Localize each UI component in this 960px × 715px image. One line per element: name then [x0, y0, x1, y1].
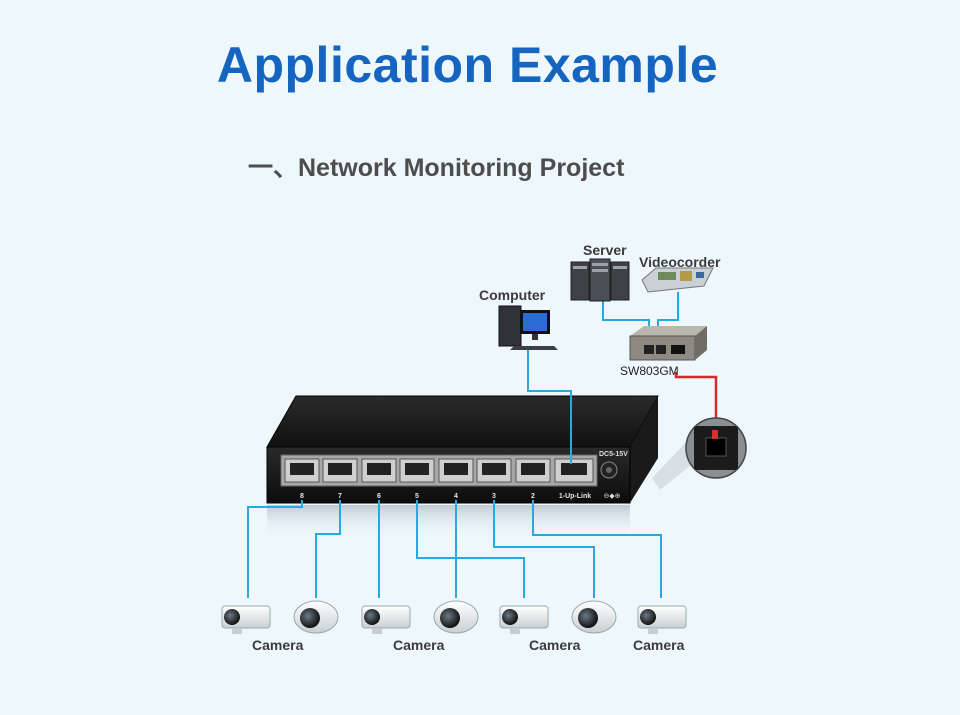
port-number: 6: [377, 493, 381, 500]
camera-bullet-3: [499, 605, 549, 634]
camera-bullet-2: [361, 605, 411, 634]
fiber-cable: [674, 372, 718, 432]
fiber-port-zoom: [652, 417, 747, 490]
camera-dome-3: [571, 600, 617, 634]
camera-bullet-4: [637, 605, 687, 634]
port-number: 7: [338, 493, 342, 500]
port-number: 4: [454, 493, 458, 500]
cable-computer: [527, 348, 572, 464]
uplink-label: 1-Up-Link: [559, 493, 591, 500]
port-number: 3: [492, 493, 496, 500]
port-number: 5: [415, 493, 419, 500]
camera-label: Camera: [393, 637, 445, 653]
section-heading: 一、Network Monitoring Project: [248, 154, 625, 182]
cable-port-7: [315, 500, 341, 598]
computer-icon: [498, 305, 558, 350]
cable-port-4: [455, 500, 525, 598]
camera-label: Camera: [252, 637, 304, 653]
camera-bullet-1: [221, 605, 271, 634]
port-number: 2: [531, 493, 535, 500]
videocorder-label: Videocorder: [639, 254, 721, 270]
camera-dome-2: [433, 600, 479, 634]
network-switch: DC5-15V 8 7 6 5 4 3 2 1-Up-Link ⊖◆⊕: [266, 395, 659, 539]
cable-port-2: [532, 500, 662, 598]
power-label: DC5-15V: [599, 451, 628, 458]
page-title: Application Example: [216, 37, 719, 93]
cable-port-5: [416, 500, 457, 598]
media-converter-icon: [629, 326, 707, 361]
server-label: Server: [583, 242, 627, 258]
server-icon: [570, 258, 630, 302]
port-number: 8: [300, 493, 304, 500]
computer-label: Computer: [479, 287, 546, 303]
converter-label: SW803GM: [620, 364, 679, 378]
camera-label: Camera: [633, 637, 685, 653]
cable-port-3: [493, 500, 595, 598]
cable-port-8: [247, 500, 303, 598]
camera-dome-1: [293, 600, 339, 634]
ethernet-ports: [284, 458, 594, 483]
camera-label: Camera: [529, 637, 581, 653]
videocorder-icon: [641, 267, 714, 293]
power-symbol: ⊖◆⊕: [603, 493, 620, 500]
